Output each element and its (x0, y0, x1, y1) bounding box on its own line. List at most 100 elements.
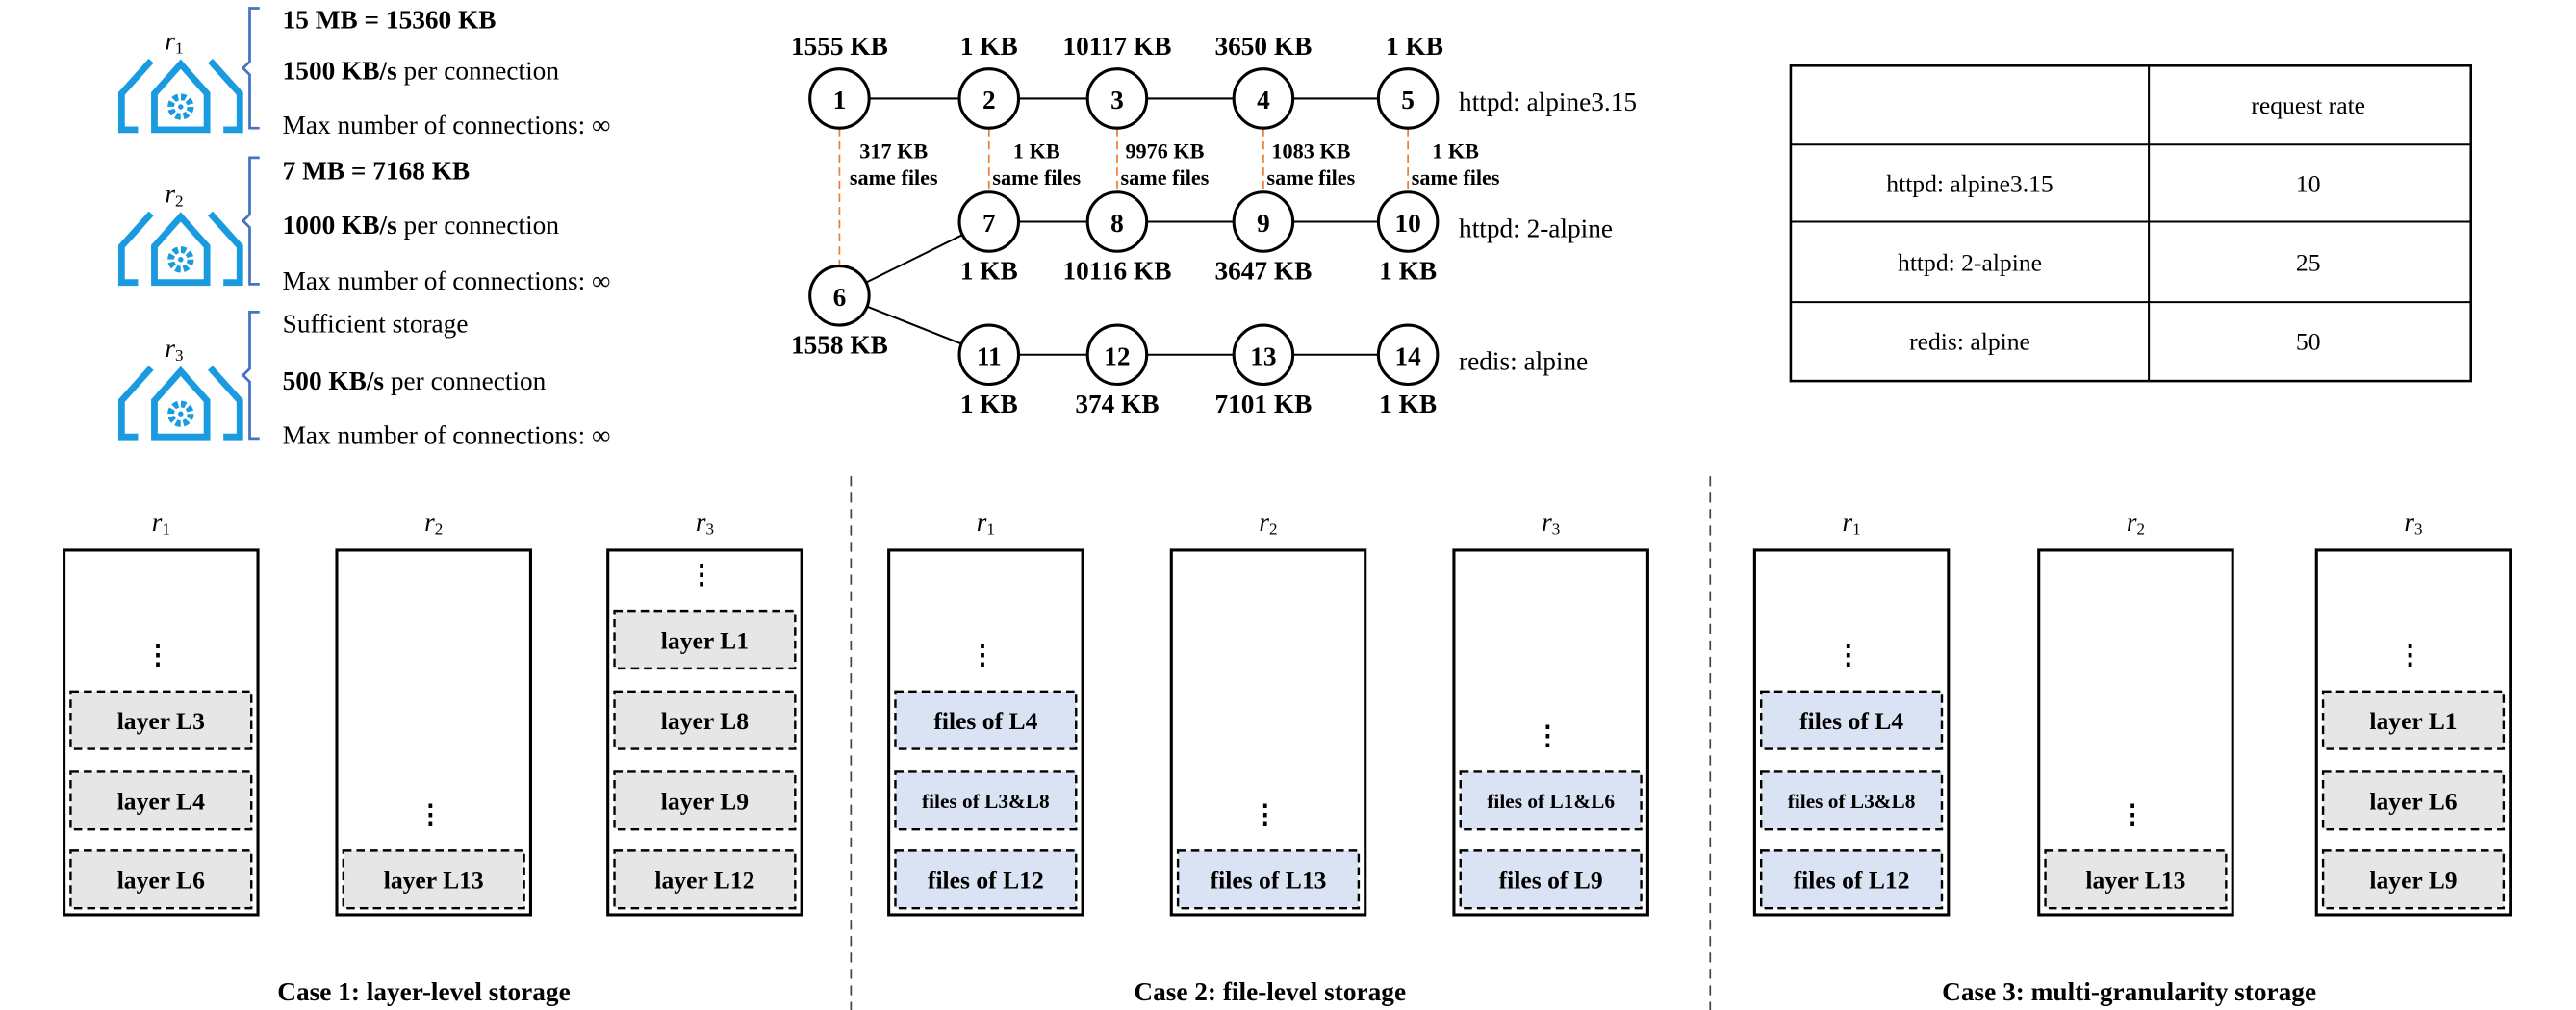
layer-node-id: 4 (1257, 86, 1270, 114)
layer-size-label: 3647 KB (1214, 257, 1312, 286)
block-label: files of L3&L8 (1788, 790, 1916, 813)
resource-label: r2 (424, 508, 443, 538)
ellipsis-icon: ⋮ (1535, 721, 1561, 750)
layer-block (613, 690, 797, 750)
brace (241, 156, 260, 286)
spec-text: per connection (397, 56, 560, 85)
spec-value: 15 MB = 15360 KB (283, 6, 497, 35)
layer-node-14 (1376, 323, 1440, 387)
spec-text: Max number of connections: ∞ (283, 111, 611, 139)
resource-spec-line: 1500 KB/s per connection (283, 56, 560, 85)
table-image-cell: redis: alpine (1909, 328, 2030, 356)
shared-size-label: 1 KB (1013, 139, 1060, 164)
resource-letter: r (424, 508, 435, 537)
block-label: layer L12 (654, 867, 754, 895)
edge-server-house-icon (117, 58, 243, 134)
spec-text: Max number of connections: ∞ (283, 420, 611, 449)
resource-letter: r (977, 508, 987, 537)
layer-size-label: 10117 KB (1062, 32, 1171, 61)
resource-subscript: 2 (175, 191, 184, 210)
shared-size-label: 1 KB (1432, 139, 1479, 164)
shared-files-label: same files (1412, 165, 1500, 189)
shared-files-label: same files (1266, 165, 1355, 189)
ellipsis-icon: ⋮ (688, 561, 714, 590)
layer-block (613, 609, 797, 670)
table-header-cell: request rate (2251, 91, 2365, 119)
resource-label: r2 (1259, 508, 1277, 538)
ellipsis-icon: ⋮ (2119, 800, 2145, 829)
layer-size-label: 1 KB (960, 257, 1018, 286)
resource-letter: r (2404, 508, 2414, 537)
layer-node-8 (1085, 190, 1149, 253)
resource-letter: r (165, 334, 175, 363)
block-label: files of L13 (1211, 867, 1327, 895)
layer-node-id: 14 (1394, 341, 1421, 370)
files-block (1176, 849, 1361, 910)
block-label: layer L13 (384, 867, 484, 895)
block-label: layer L9 (2369, 867, 2457, 895)
brace (241, 311, 260, 441)
resource-r1: r1 15 MB = 15360 KB 1500 KB/s per connecti… (117, 6, 611, 139)
shared-files-label: same files (1121, 165, 1210, 189)
gear-icon (167, 246, 194, 273)
resource-label: r1 (977, 508, 995, 538)
resource-label: r3 (1542, 508, 1560, 538)
block-label: files of L3&L8 (922, 790, 1050, 813)
image-name-label: httpd: alpine3.15 (1459, 88, 1637, 116)
case-caption: Case 1: layer-level storage (277, 977, 570, 1006)
layer-block (69, 770, 253, 831)
block-label: layer L9 (661, 788, 749, 816)
layer-node-13 (1232, 323, 1295, 387)
layer-node-id: 7 (982, 209, 996, 238)
resource-subscript: 1 (1852, 519, 1861, 538)
resource-subscript: 3 (1552, 519, 1561, 538)
layer-node-id: 6 (833, 283, 847, 312)
layer-node-id: 12 (1104, 341, 1130, 370)
resource-subscript: 1 (175, 38, 184, 57)
layer-block (2321, 770, 2506, 831)
layer-node-id: 13 (1250, 341, 1276, 370)
block-label: files of L9 (1499, 867, 1603, 895)
shared-files-label: same files (992, 165, 1081, 189)
layer-node-4 (1232, 67, 1295, 130)
resource-letter: r (2127, 508, 2137, 537)
files-block (1759, 690, 1944, 750)
gear-icon (167, 400, 194, 427)
ellipsis-icon: ⋮ (969, 641, 995, 669)
block-label: layer L1 (661, 626, 749, 654)
files-block (894, 849, 1078, 910)
layer-size-label: 1558 KB (791, 331, 888, 360)
resource-label: r1 (1843, 508, 1861, 538)
ellipsis-icon: ⋮ (1835, 641, 1861, 669)
image-name-label: redis: alpine (1459, 347, 1588, 376)
resource-label: r3 (165, 334, 183, 364)
layer-block (613, 849, 797, 910)
block-label: files of L4 (933, 707, 1037, 735)
case-caption: Case 3: multi-granularity storage (1942, 977, 2316, 1006)
resource-letter: r (165, 27, 175, 56)
layer-node-10 (1376, 190, 1440, 253)
layer-size-label: 1 KB (1386, 32, 1443, 61)
resource-spec-line: 15 MB = 15360 KB (283, 6, 497, 35)
storage-column-r2: r2 layer L13 ⋮ (2037, 508, 2234, 917)
case-caption: Case 2: file-level storage (1134, 977, 1406, 1006)
resource-subscript: 2 (2136, 519, 2145, 538)
layer-size-label: 1 KB (1379, 257, 1437, 286)
resource-subscript: 1 (986, 519, 995, 538)
layer-node-id: 3 (1110, 86, 1124, 114)
block-label: layer L13 (2085, 867, 2185, 895)
layer-block (342, 849, 525, 910)
resource-subscript: 3 (2414, 519, 2423, 538)
block-label: layer L1 (2369, 707, 2457, 735)
resource-spec-line: 500 KB/s per connection (283, 366, 547, 395)
case-2: Case 2: file-level storage r1 files of L4 f… (887, 508, 1649, 1006)
resource-subscript: 2 (1269, 519, 1278, 538)
gear-icon (167, 93, 194, 120)
